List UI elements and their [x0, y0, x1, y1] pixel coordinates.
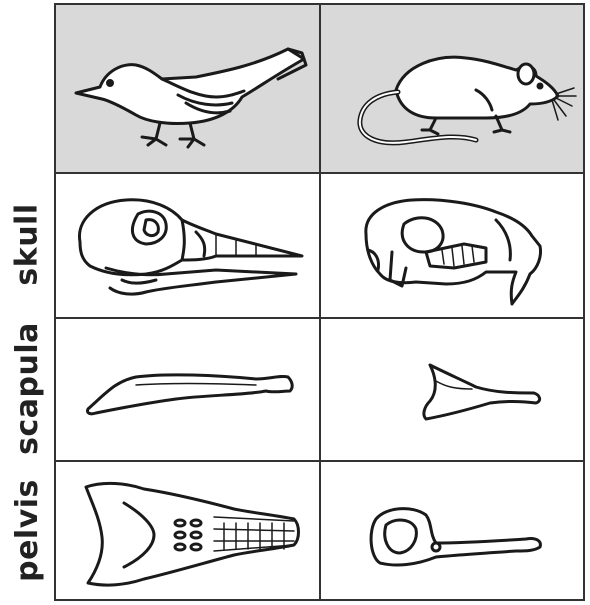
row-label-skull: skull [0, 172, 54, 317]
row-label-scapula: scapula [0, 317, 54, 460]
label-skull: skull [10, 203, 45, 285]
bird-pelvis-icon [74, 475, 309, 597]
bird-skull-icon [66, 190, 311, 305]
bird-scapula-icon [76, 357, 306, 427]
label-scapula: scapula [10, 322, 45, 455]
mouse-pelvis-icon [356, 495, 556, 575]
mouse-icon [326, 30, 581, 160]
row-divider-2 [56, 317, 583, 319]
label-pelvis: pelvis [10, 479, 45, 582]
mouse-scapula-icon [386, 355, 546, 425]
row-divider-1 [56, 172, 583, 174]
row-label-pelvis: pelvis [0, 460, 54, 601]
row-divider-3 [56, 460, 583, 462]
bird-icon [66, 35, 311, 155]
column-divider [319, 5, 321, 599]
comparison-table [54, 3, 585, 601]
mouse-skull-icon [346, 190, 561, 310]
